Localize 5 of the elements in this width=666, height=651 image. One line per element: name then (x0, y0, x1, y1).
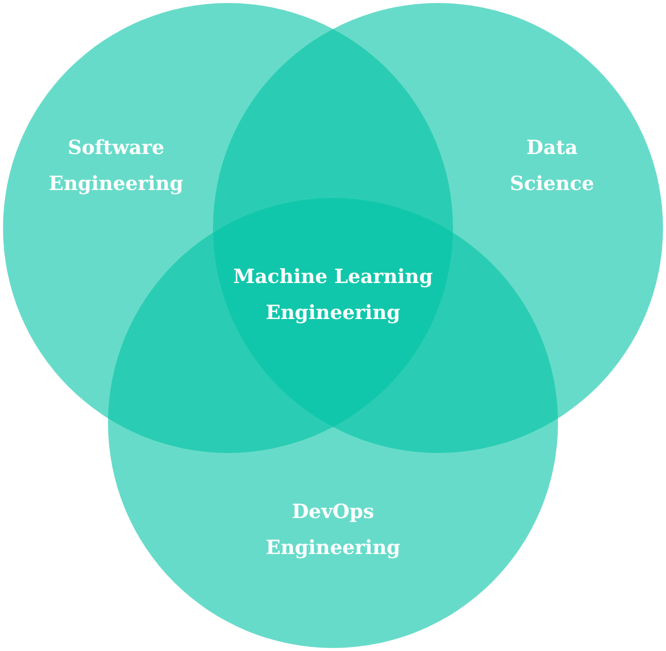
overlap-label: Machine Learning Engineering (232, 264, 434, 326)
circle-label: Software Engineering (48, 135, 184, 197)
venn-circle (108, 198, 558, 648)
circle-label: Data Science (508, 135, 596, 197)
circle-label: DevOps Engineering (264, 499, 402, 561)
